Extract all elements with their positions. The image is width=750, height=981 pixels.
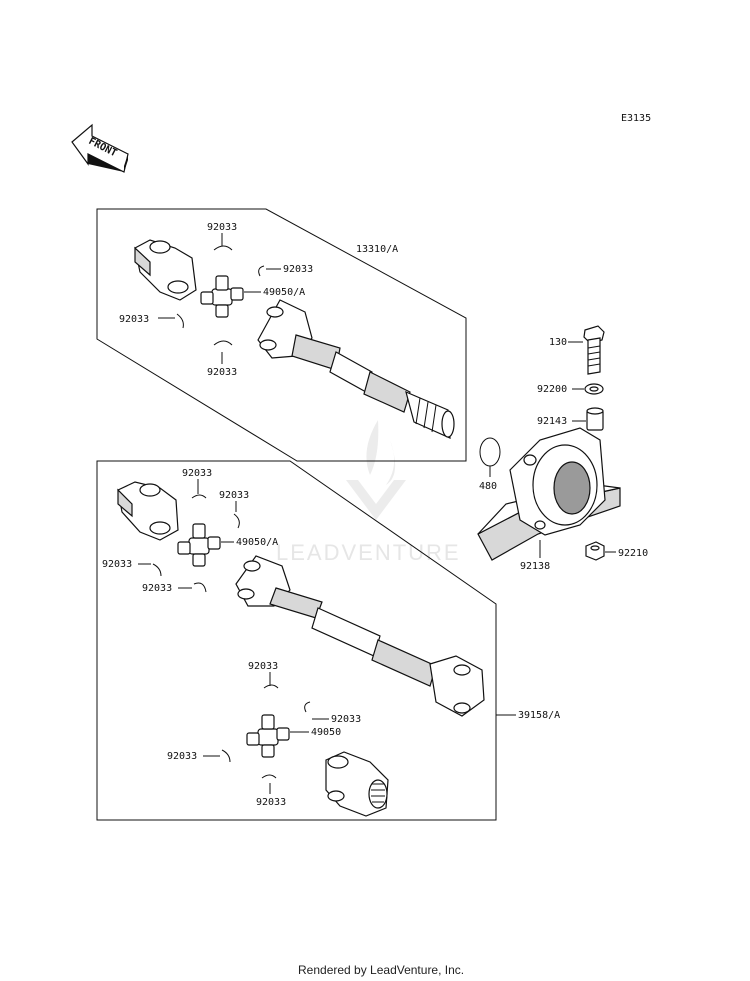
- diagram-code: E3135: [621, 113, 651, 124]
- lower-front-yoke: [117, 481, 179, 541]
- clip-ring: [261, 774, 277, 779]
- clip-ring: [176, 313, 184, 329]
- rear-joint-label: 49050: [311, 727, 341, 738]
- lower-rear-cross-joint: [246, 714, 290, 758]
- nut-label: 92210: [618, 548, 648, 559]
- housing-label: 92138: [520, 561, 550, 572]
- assembly-label-upper: 13310/A: [356, 244, 398, 255]
- clip-ring: [304, 701, 311, 713]
- clip-label: 92033: [248, 661, 278, 672]
- clip-ring: [152, 563, 162, 577]
- clip-ring: [233, 513, 240, 529]
- front-arrow-icon: FRONT: [71, 123, 129, 173]
- clip-label: 92033: [207, 367, 237, 378]
- upper-assembly-frame: [96, 208, 467, 462]
- clip-label: 92033: [182, 468, 212, 479]
- clip-ring: [191, 494, 207, 499]
- snap-ring: [479, 437, 501, 467]
- lower-assembly-frame: [96, 460, 497, 821]
- collar-label: 92143: [537, 416, 567, 427]
- lower-front-cross-joint: [177, 523, 221, 567]
- clip-label: 92033: [283, 264, 313, 275]
- bearing-collar: [586, 407, 604, 431]
- clip-label: 92033: [256, 797, 286, 808]
- bearing-nut: [585, 541, 605, 561]
- bearing-bolt: [583, 325, 605, 375]
- clip-ring: [213, 340, 233, 346]
- upper-cross-joint: [200, 275, 244, 318]
- bearing-housing: [477, 427, 621, 561]
- joint-label: 49050/A: [263, 287, 305, 298]
- watermark-text: LEADVENTURE: [276, 540, 461, 565]
- upper-shaft: [257, 299, 455, 439]
- clip-label: 92033: [142, 583, 172, 594]
- upper-yoke: [134, 239, 197, 301]
- clip-label: 92033: [167, 751, 197, 762]
- washer-label: 92200: [537, 384, 567, 395]
- clip-label: 92033: [102, 559, 132, 570]
- clip-label: 92033: [219, 490, 249, 501]
- bearing-washer: [584, 383, 604, 395]
- lower-shaft: [235, 555, 485, 717]
- clip-ring: [258, 265, 265, 277]
- front-joint-label: 49050/A: [236, 537, 278, 548]
- clip-label: 92033: [207, 222, 237, 233]
- lower-rear-yoke: [325, 751, 389, 817]
- bolt-label: 130: [549, 337, 567, 348]
- clip-label: 92033: [119, 314, 149, 325]
- clip-label: 92033: [331, 714, 361, 725]
- clip-ring: [263, 684, 279, 689]
- clip-ring: [221, 749, 231, 763]
- clip-ring: [193, 582, 207, 593]
- clip-ring: [213, 245, 233, 251]
- footer-credit: Rendered by LeadVenture, Inc.: [298, 963, 464, 977]
- assembly-label-lower: 39158/A: [518, 710, 560, 721]
- snap-ring-label: 480: [479, 481, 497, 492]
- leadventure-watermark: LEADVENTURE: [276, 420, 461, 565]
